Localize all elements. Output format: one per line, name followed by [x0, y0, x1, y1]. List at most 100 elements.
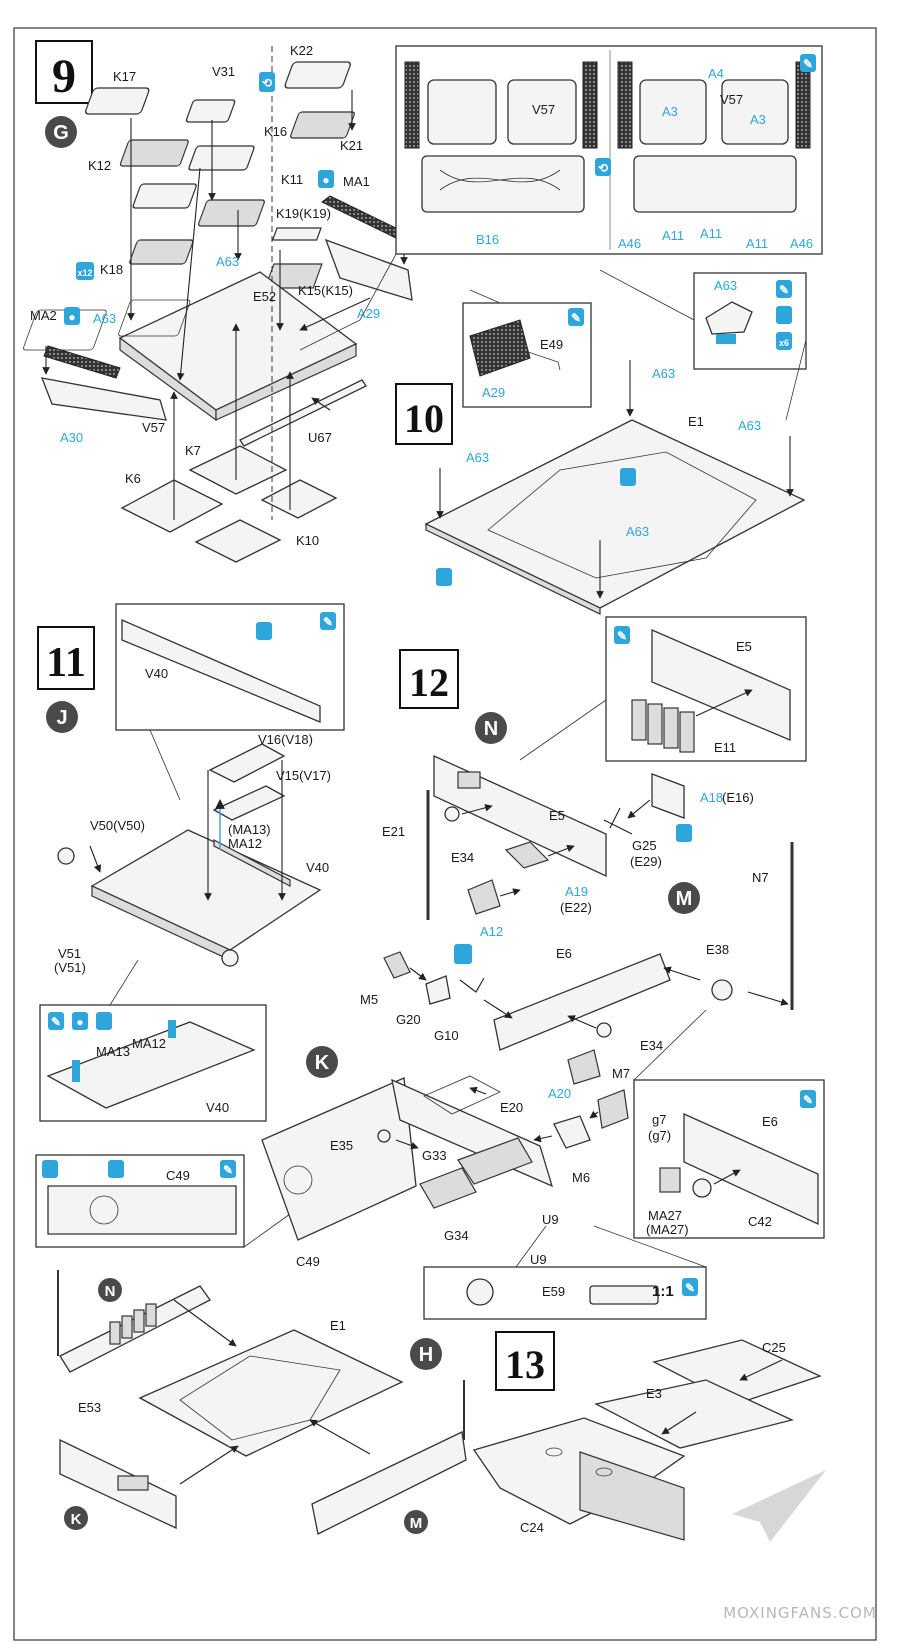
watermark: MOXINGFANS.COM [723, 1470, 876, 1622]
label-ma27-alt: (MA27) [646, 1222, 689, 1237]
arrow-e11 [695, 689, 753, 717]
glue-icon [72, 1012, 88, 1030]
paint-icon [682, 1278, 698, 1296]
label-k11: K11 [281, 172, 303, 187]
part-k16 [188, 145, 255, 171]
part-e5-box [457, 771, 481, 789]
e1-opening [487, 451, 757, 579]
svg-text:⟲: ⟲ [262, 76, 273, 90]
part-e3 [594, 1379, 794, 1449]
label-v50: V50(V50) [90, 818, 145, 833]
part-e11 [631, 699, 695, 753]
label-m6: M6 [572, 1170, 590, 1185]
part-k19 [271, 227, 322, 241]
label-v40: V40 [306, 860, 329, 875]
label-v57: V57 [142, 420, 165, 435]
cut-icon [42, 1160, 58, 1178]
label-e5-inset: E5 [736, 639, 752, 654]
part-m7 [597, 1089, 629, 1129]
label-e34: E34 [451, 850, 474, 865]
part-k11 [198, 199, 265, 227]
svg-text:●: ● [68, 310, 75, 324]
part-v40-inset [46, 1021, 256, 1109]
hatch-right-2 [721, 79, 789, 145]
label-u9: U9 [542, 1212, 559, 1227]
label-a19: A19 [565, 884, 588, 899]
label-a29-inset: A29 [482, 385, 505, 400]
label-e21: E21 [382, 824, 405, 839]
step-10-box [395, 383, 453, 445]
part-k12 [119, 139, 189, 167]
svg-text:x6: x6 [779, 338, 789, 348]
part-k11-top [132, 183, 197, 209]
label-v40-inset2: V40 [206, 1100, 229, 1115]
part-g34 [419, 1167, 477, 1209]
label-a46-right: A46 [790, 236, 813, 251]
paint-icon [320, 612, 336, 630]
svg-text:●: ● [322, 173, 329, 187]
remove-icon [676, 824, 692, 842]
label-a20: A20 [548, 1086, 571, 1101]
label-ma1: MA1 [343, 174, 370, 189]
page-border [13, 27, 877, 1641]
label-k22: K22 [290, 43, 313, 58]
step-12-badge-k [306, 1046, 338, 1078]
paint-icon [614, 626, 630, 644]
svg-text:K: K [71, 1511, 82, 1528]
part-m5 [383, 951, 411, 979]
part-k10a [194, 519, 282, 563]
label-e6-inset: E6 [762, 1114, 778, 1129]
part-n-boxes [109, 1303, 157, 1345]
label-g25: G25 [632, 838, 657, 853]
step-13-box [495, 1331, 555, 1391]
label-c49: C49 [296, 1254, 320, 1269]
part-k15 [264, 263, 323, 289]
part-e35 [377, 1129, 391, 1143]
svg-text:●: ● [76, 1015, 83, 1029]
grille-right [582, 61, 598, 149]
label-c49-inset: C49 [166, 1168, 190, 1183]
part-a12 [467, 879, 501, 915]
label-e22: (E22) [560, 900, 592, 915]
step-12: 12 N M K ✎ E5 E11 [306, 616, 825, 1320]
label-v57-inset: V57 [532, 102, 555, 117]
label-ma12: MA12 [228, 836, 262, 851]
part-v16 [208, 743, 286, 783]
svg-text:✎: ✎ [323, 615, 333, 629]
label-a63-inset: A63 [714, 278, 737, 293]
step-12-box [399, 649, 459, 709]
part-ma27 [659, 1167, 681, 1193]
svg-text:✎: ✎ [803, 1093, 813, 1107]
label-k17: K17 [113, 69, 136, 84]
label-m5: M5 [360, 992, 378, 1007]
step-10: 10 ✎ E49 A29 ✎ x6 A63 A63 E1 A63 [395, 269, 807, 615]
hatch-opening-2 [118, 299, 191, 337]
step-11-number: 11 [46, 640, 86, 686]
part-e1 [424, 419, 806, 609]
arrow-k12 [176, 167, 201, 381]
part-v51 [57, 847, 75, 865]
label-v57-right: V57 [720, 92, 743, 107]
label-a12: A12 [480, 924, 503, 939]
label-e1: E1 [688, 414, 704, 429]
label-k6: K6 [125, 471, 141, 486]
paint-icon [48, 1012, 64, 1030]
label-e38: E38 [706, 942, 729, 957]
lower-panel-2 [633, 155, 797, 213]
svg-text:N: N [105, 1283, 116, 1300]
part-e49 [527, 351, 561, 371]
label-c25: C25 [762, 1340, 786, 1355]
svg-text:N: N [484, 718, 498, 740]
x-count-icon [76, 262, 94, 280]
label-e29: (E29) [630, 854, 662, 869]
part-g10 [459, 977, 485, 993]
badge-h [410, 1338, 442, 1370]
label-a11-3: A11 [746, 236, 768, 251]
lower-panel [421, 155, 585, 213]
arrow-u67 [311, 397, 331, 411]
cable [439, 169, 561, 191]
badge-m [404, 1510, 428, 1534]
label-v51: V51 [58, 946, 81, 961]
label-u67: U67 [308, 430, 332, 445]
step-9-detail-inset: ⟲ ✎ V57 A4 A3 V57 A3 B16 A46 A11 A11 A11… [299, 45, 823, 351]
